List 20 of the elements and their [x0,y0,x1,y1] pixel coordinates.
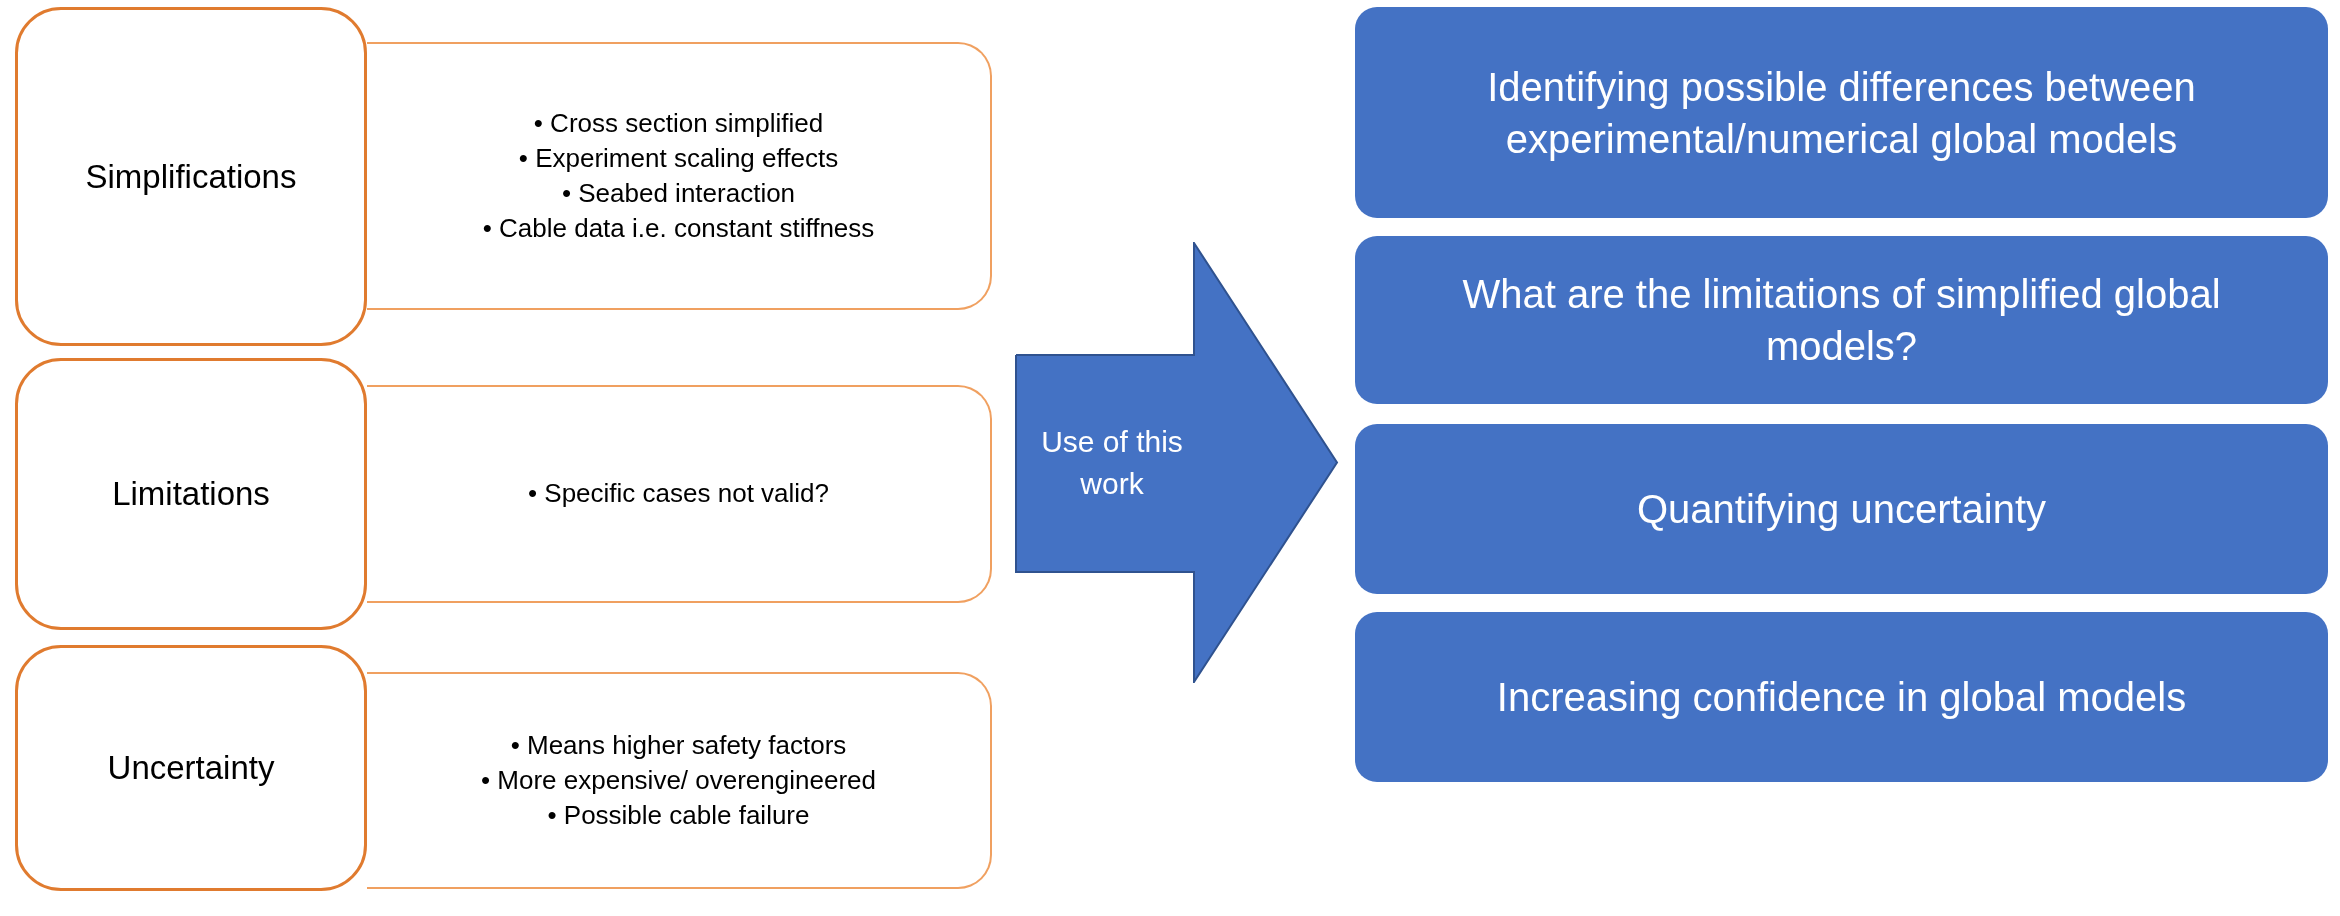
bullet-item: • Means higher safety factors [509,728,848,762]
bullet-list-box [367,385,992,603]
outcome-box: What are the limitations of simplified global models? [1355,236,2328,404]
bullet-item: • Seabed interaction [560,177,797,210]
outcome-box: Increasing confidence in global models [1355,612,2328,782]
bullet-item: • More expensive/ overengineered [481,763,876,797]
category-box: Limitations [15,358,367,630]
bullet-list-box [367,42,992,310]
bullet-item: • Experiment scaling effects [517,141,840,175]
block-arrow [1015,242,1339,683]
arrow-label: Use of this work [1040,423,1184,502]
bullet-item: • Cross section simplified [532,106,825,140]
bullet-item: • Specific cases not valid? [528,477,829,511]
category-box: Uncertainty [15,645,367,891]
outcome-box: Quantifying uncertainty [1355,424,2328,594]
bullet-item: • Possible cable failure [546,799,811,833]
outcome-box: Identifying possible differences between experimental/numerical global models [1355,7,2328,218]
bullet-item: • Cable data i.e. constant stiffness [482,212,875,246]
bullet-list-box [367,672,992,889]
category-box: Simplifications [15,7,367,346]
